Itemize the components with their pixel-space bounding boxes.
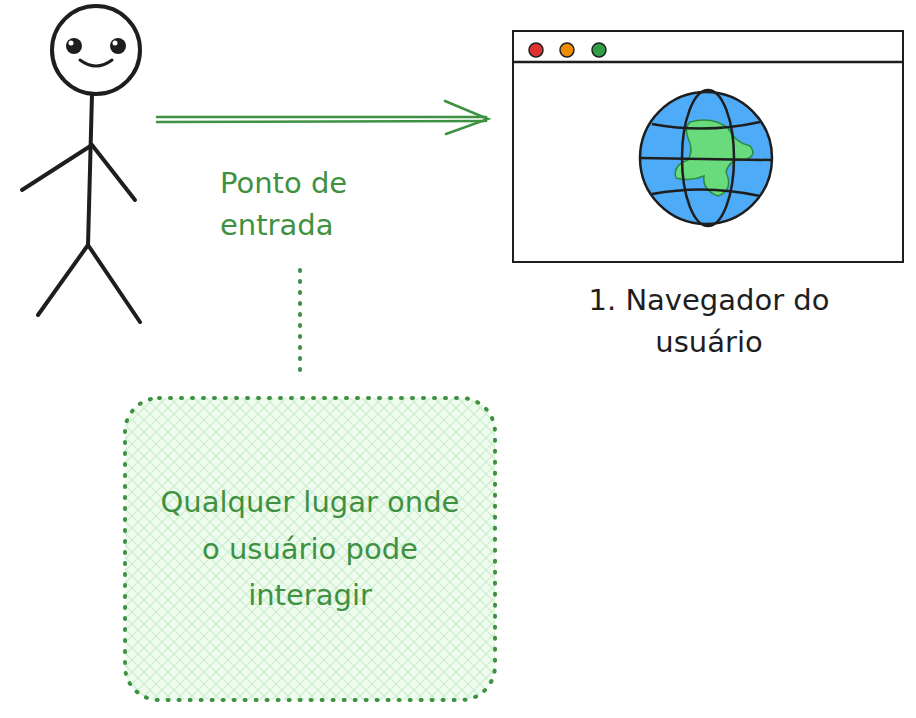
leader-line <box>298 270 302 372</box>
browser-chrome <box>512 43 904 62</box>
browser-window: 1. Navegador do usuário <box>512 30 904 263</box>
callout-box: Qualquer lugar onde o usuário pode inter… <box>125 398 495 700</box>
entry-arrow <box>157 101 488 134</box>
stick-figure <box>22 6 140 322</box>
callout-text: Qualquer lugar onde o usuário pode inter… <box>160 479 460 618</box>
entry-label: Ponto de entrada <box>220 162 420 246</box>
globe-icon <box>640 90 772 226</box>
callout-ground <box>125 398 495 700</box>
node-caption: 1. Navegador do usuário <box>544 279 874 363</box>
